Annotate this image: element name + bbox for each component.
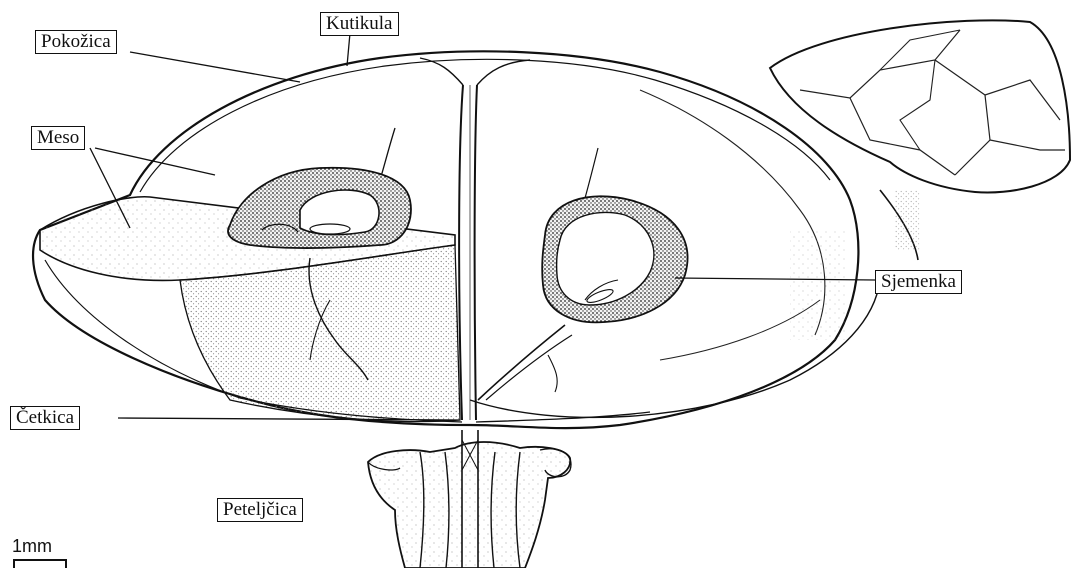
pedicel: [368, 430, 571, 568]
label-kutikula: Kutikula: [320, 12, 399, 36]
label-pokozica: Pokožica: [35, 30, 117, 54]
scale-bar: [14, 560, 66, 568]
label-sjemenka: Sjemenka: [875, 270, 962, 294]
label-cetkica: Četkica: [10, 406, 80, 430]
label-peteljcica: Peteljčica: [217, 498, 303, 522]
scale-bar-label: 1mm: [12, 536, 52, 557]
label-meso: Meso: [31, 126, 85, 150]
berry-body: [33, 51, 880, 428]
